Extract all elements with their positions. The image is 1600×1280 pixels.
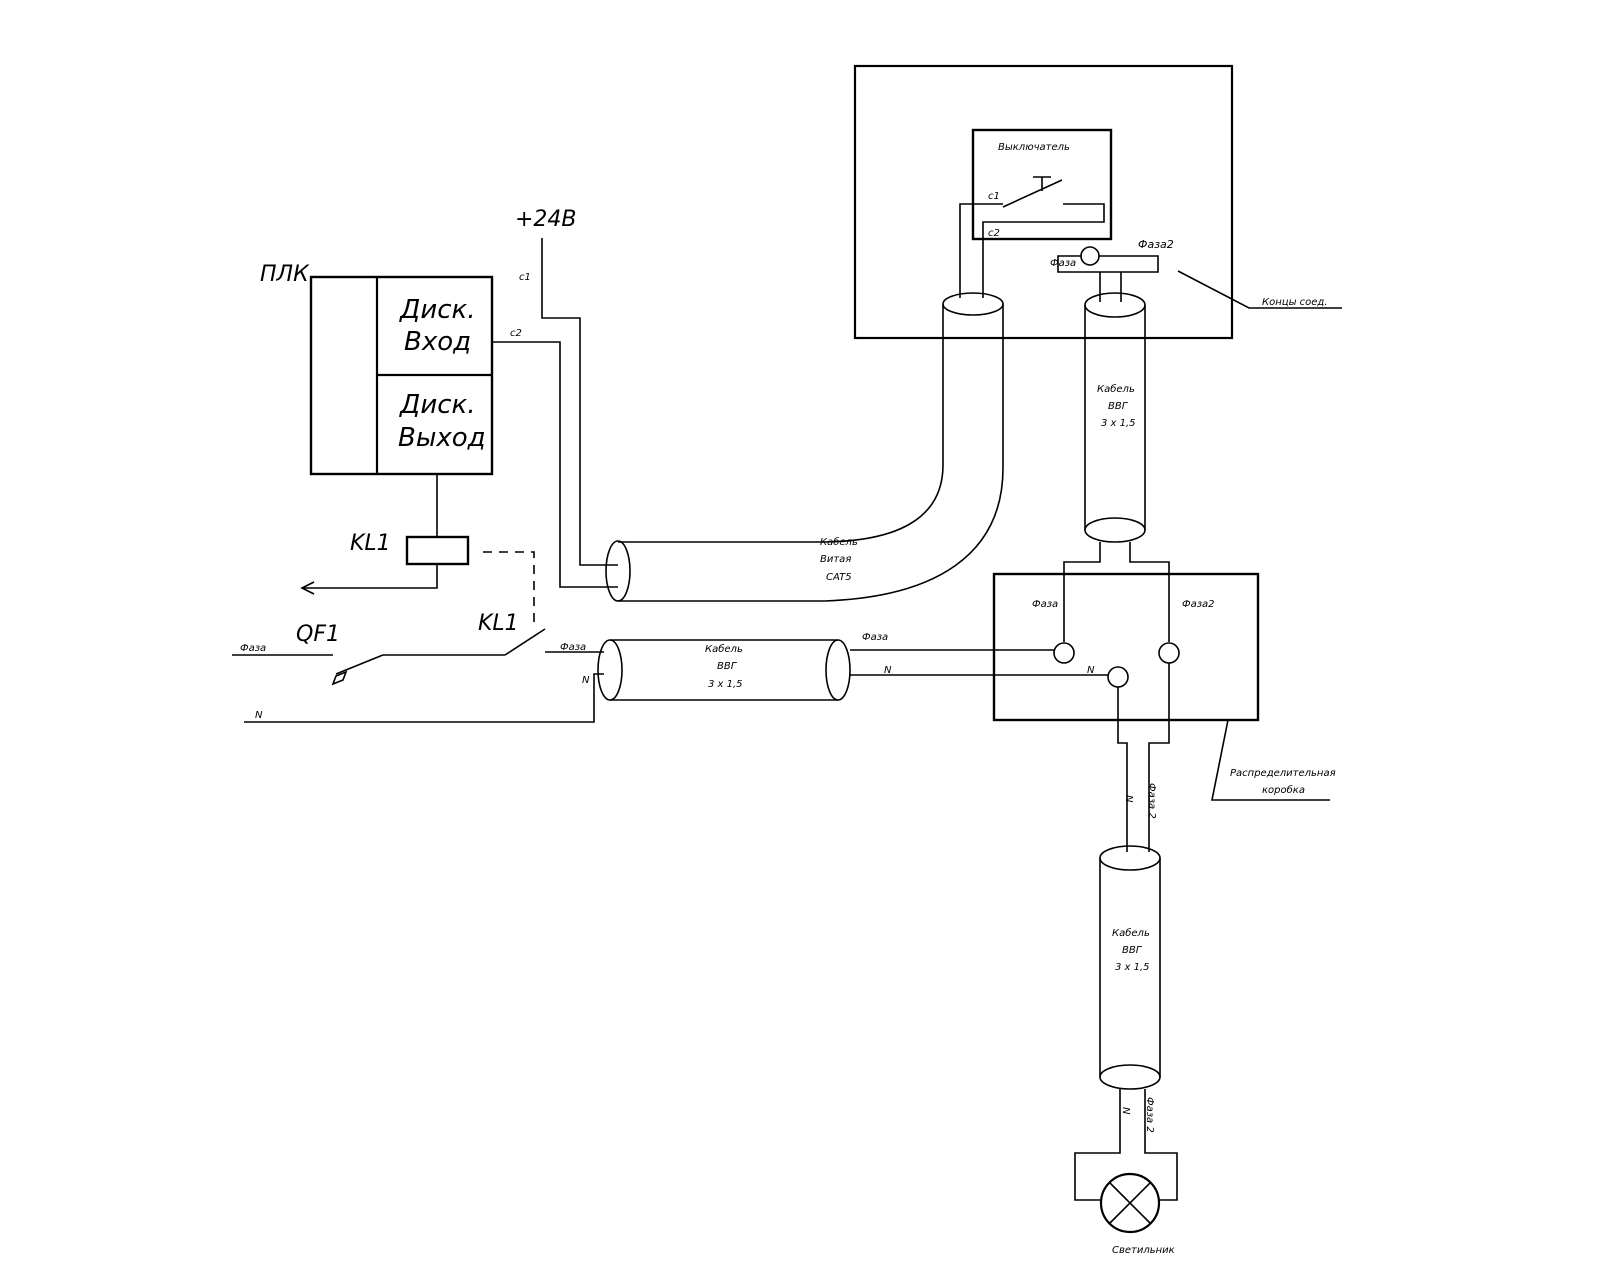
down-neutral-label: N	[1123, 795, 1134, 803]
switch-c2-label: с2	[988, 228, 1000, 239]
switch-enclosure	[853, 64, 1234, 340]
wire-lamp-neutral	[1074, 1089, 1121, 1201]
box-phase-label: Фаза	[1032, 599, 1058, 610]
cable-switch-line2: ВВГ	[1108, 401, 1129, 412]
ends-phase-label: Фаза	[1050, 258, 1076, 269]
box-phase2-label: Фаза2	[1182, 599, 1215, 610]
plc: ПЛК Диск. Вход Диск. Выход	[260, 262, 494, 476]
box-label-line1: Распределительная	[1230, 768, 1336, 779]
cable-feed-line1: Кабель	[705, 643, 743, 655]
supply-c1-label: с1	[519, 272, 531, 283]
plc-input-line2: Вход	[404, 327, 471, 357]
contact-out-phase-label: Фаза	[560, 642, 586, 653]
cable-cat5-line1: Кабель	[820, 536, 858, 548]
breaker-qf1: Фаза QF1	[232, 622, 505, 686]
plc-output-line1: Диск.	[399, 390, 475, 420]
switch-lead-c2	[982, 221, 1003, 298]
lamp-neutral-label: N	[1120, 1107, 1131, 1115]
lamp-label: Светильник	[1112, 1245, 1175, 1256]
relay-contact-label: KL1	[478, 611, 519, 636]
wire-neutral-in	[244, 673, 604, 723]
box-neutral-label: N	[1087, 665, 1095, 676]
cable-feed-line3: 3 х 1,5	[708, 679, 743, 690]
supply-c2-label: с2	[510, 328, 522, 339]
down-phase2-label: Фаза 2	[1146, 783, 1157, 819]
ends-phase2-label: Фаза2	[1138, 238, 1174, 251]
wire-lamp-phase2	[1144, 1089, 1178, 1201]
cable-feed-line2: ВВГ	[717, 661, 738, 672]
feed-neutral-label: N	[884, 665, 892, 676]
cable-lamp-line3: 3 х 1,5	[1115, 962, 1150, 973]
switch-c1-label: с1	[988, 191, 1000, 202]
switch-lead-c1	[959, 203, 1003, 298]
cable-cat5-line3: CAT5	[826, 572, 852, 583]
cable-cat5-line2: Витая	[820, 554, 851, 565]
wall-switch: Выключатель с1 с2	[971, 128, 1113, 241]
wire-phase2-down	[1148, 720, 1170, 852]
cable-vvg-switch: Кабель ВВГ 3 х 1,5	[1084, 292, 1146, 543]
junction-box: Фаза Фаза2 N	[992, 572, 1260, 722]
relay-kl1-contact: KL1 Фаза	[478, 611, 604, 656]
cable-lamp-line1: Кабель	[1112, 927, 1150, 939]
wire-ends: Фаза Фаза2 Концы соед.	[1050, 238, 1342, 309]
cable-lamp-line2: ВВГ	[1122, 945, 1143, 956]
feed-phase-label: Фаза	[862, 632, 888, 643]
cable-vvg-feed: Кабель ВВГ 3 х 1,5	[597, 639, 851, 701]
plc-output-line2: Выход	[398, 423, 486, 453]
breaker-label: QF1	[296, 622, 340, 647]
cable-switch-line3: 3 х 1,5	[1101, 418, 1136, 429]
cable-switch-line1: Кабель	[1097, 383, 1135, 395]
relay-coil-label: KL1	[350, 531, 391, 556]
wire-neutral-down	[1117, 720, 1128, 852]
wire-plc-input	[492, 341, 618, 588]
wire-24v	[541, 238, 618, 566]
cable-cat5: Кабель Витая CAT5	[605, 292, 1004, 602]
neutral-cable-label: N	[582, 675, 590, 686]
neutral-in-label: N	[255, 710, 263, 721]
supply-24v-label: +24В	[515, 207, 577, 232]
box-label-line2: коробка	[1262, 784, 1305, 796]
plc-title: ПЛК	[260, 262, 310, 287]
cable-vvg-lamp: Кабель ВВГ 3 х 1,5	[1099, 845, 1161, 1090]
phase-in-label: Фаза	[240, 643, 266, 654]
plc-input-line1: Диск.	[399, 295, 475, 325]
box-leader	[1211, 719, 1330, 801]
switch-title: Выключатель	[998, 142, 1070, 153]
lamp: Светильник	[1099, 1172, 1175, 1256]
lamp-phase2-label: Фаза 2	[1144, 1097, 1155, 1133]
ends-label: Концы соед.	[1262, 297, 1328, 308]
relay-kl1-coil: KL1	[300, 474, 535, 628]
